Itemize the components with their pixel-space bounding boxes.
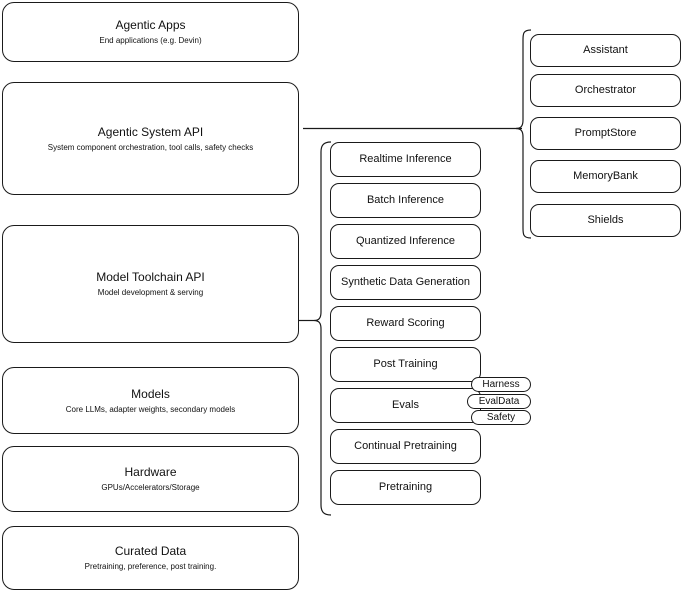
toolchain-label: Reward Scoring <box>366 317 445 329</box>
layer-title: Agentic System API <box>97 124 204 139</box>
system-box-shields[interactable]: Shields <box>530 204 681 237</box>
layer-title: Model Toolchain API <box>96 270 205 284</box>
system-label: Orchestrator <box>574 84 637 96</box>
layer-subtitle: GPUs/Accelerators/Storage <box>101 483 200 492</box>
toolchain-label: Synthetic Data Generation <box>340 276 471 288</box>
system-box-memorybank[interactable]: MemoryBank <box>530 160 681 193</box>
system-label: PromptStore <box>574 127 637 139</box>
layer-box-hardware[interactable]: Hardware GPUs/Accelerators/Storage <box>2 446 299 512</box>
system-label: MemoryBank <box>573 170 638 182</box>
layer-title: Hardware <box>124 465 177 479</box>
toolchain-box-batch-inference[interactable]: Batch Inference <box>330 183 481 218</box>
layer-subtitle: End applications (e.g. Devin) <box>99 36 202 45</box>
system-label: Assistant <box>583 44 628 56</box>
toolchain-label: Continual Pretraining <box>354 440 457 452</box>
brace-system-components <box>515 29 532 239</box>
system-label: Shields <box>587 214 624 226</box>
toolchain-box-realtime-inference[interactable]: Realtime Inference <box>330 142 481 177</box>
system-box-orchestrator[interactable]: Orchestrator <box>530 74 681 107</box>
eval-badge-label: Safety <box>486 412 516 423</box>
eval-badge-safety[interactable]: Safety <box>471 410 531 425</box>
toolchain-label: Batch Inference <box>366 194 445 206</box>
system-box-assistant[interactable]: Assistant <box>530 34 681 67</box>
eval-badge-label: Harness <box>482 379 520 390</box>
brace-toolchain-components <box>313 141 332 516</box>
layer-box-models[interactable]: Models Core LLMs, adapter weights, secon… <box>2 367 299 434</box>
toolchain-box-post-training[interactable]: Post Training <box>330 347 481 382</box>
layer-subtitle: Core LLMs, adapter weights, secondary mo… <box>65 404 236 414</box>
eval-badge-label: EvalData <box>478 396 520 407</box>
layer-subtitle: System component orchestration, tool cal… <box>47 142 254 152</box>
system-box-promptstore[interactable]: PromptStore <box>530 117 681 150</box>
layer-box-agentic-system-api[interactable]: Agentic System API System component orch… <box>2 82 299 195</box>
toolchain-label: Evals <box>392 399 419 411</box>
toolchain-box-continual-pretraining[interactable]: Continual Pretraining <box>330 429 481 464</box>
toolchain-label: Post Training <box>373 358 438 370</box>
toolchain-box-evals[interactable]: Evals <box>330 388 481 423</box>
layer-subtitle: Model development & serving <box>97 288 204 297</box>
toolchain-box-quantized-inference[interactable]: Quantized Inference <box>330 224 481 259</box>
toolchain-box-reward-scoring[interactable]: Reward Scoring <box>330 306 481 341</box>
layer-subtitle: Pretraining, preference, post training. <box>84 562 217 571</box>
layer-title: Models <box>131 386 170 401</box>
toolchain-label: Realtime Inference <box>359 153 452 165</box>
layer-box-model-toolchain-api[interactable]: Model Toolchain API Model development & … <box>2 225 299 343</box>
layer-box-agentic-apps[interactable]: Agentic Apps End applications (e.g. Devi… <box>2 2 299 62</box>
eval-badge-evaldata[interactable]: EvalData <box>467 394 531 409</box>
toolchain-label: Quantized Inference <box>355 235 456 247</box>
layer-title: Curated Data <box>114 544 187 558</box>
toolchain-label: Pretraining <box>378 481 433 493</box>
toolchain-box-pretraining[interactable]: Pretraining <box>330 470 481 505</box>
layer-title: Agentic Apps <box>115 18 186 32</box>
layer-box-curated-data[interactable]: Curated Data Pretraining, preference, po… <box>2 526 299 590</box>
eval-badge-harness[interactable]: Harness <box>471 377 531 392</box>
toolchain-box-synthetic-data-generation[interactable]: Synthetic Data Generation <box>330 265 481 300</box>
